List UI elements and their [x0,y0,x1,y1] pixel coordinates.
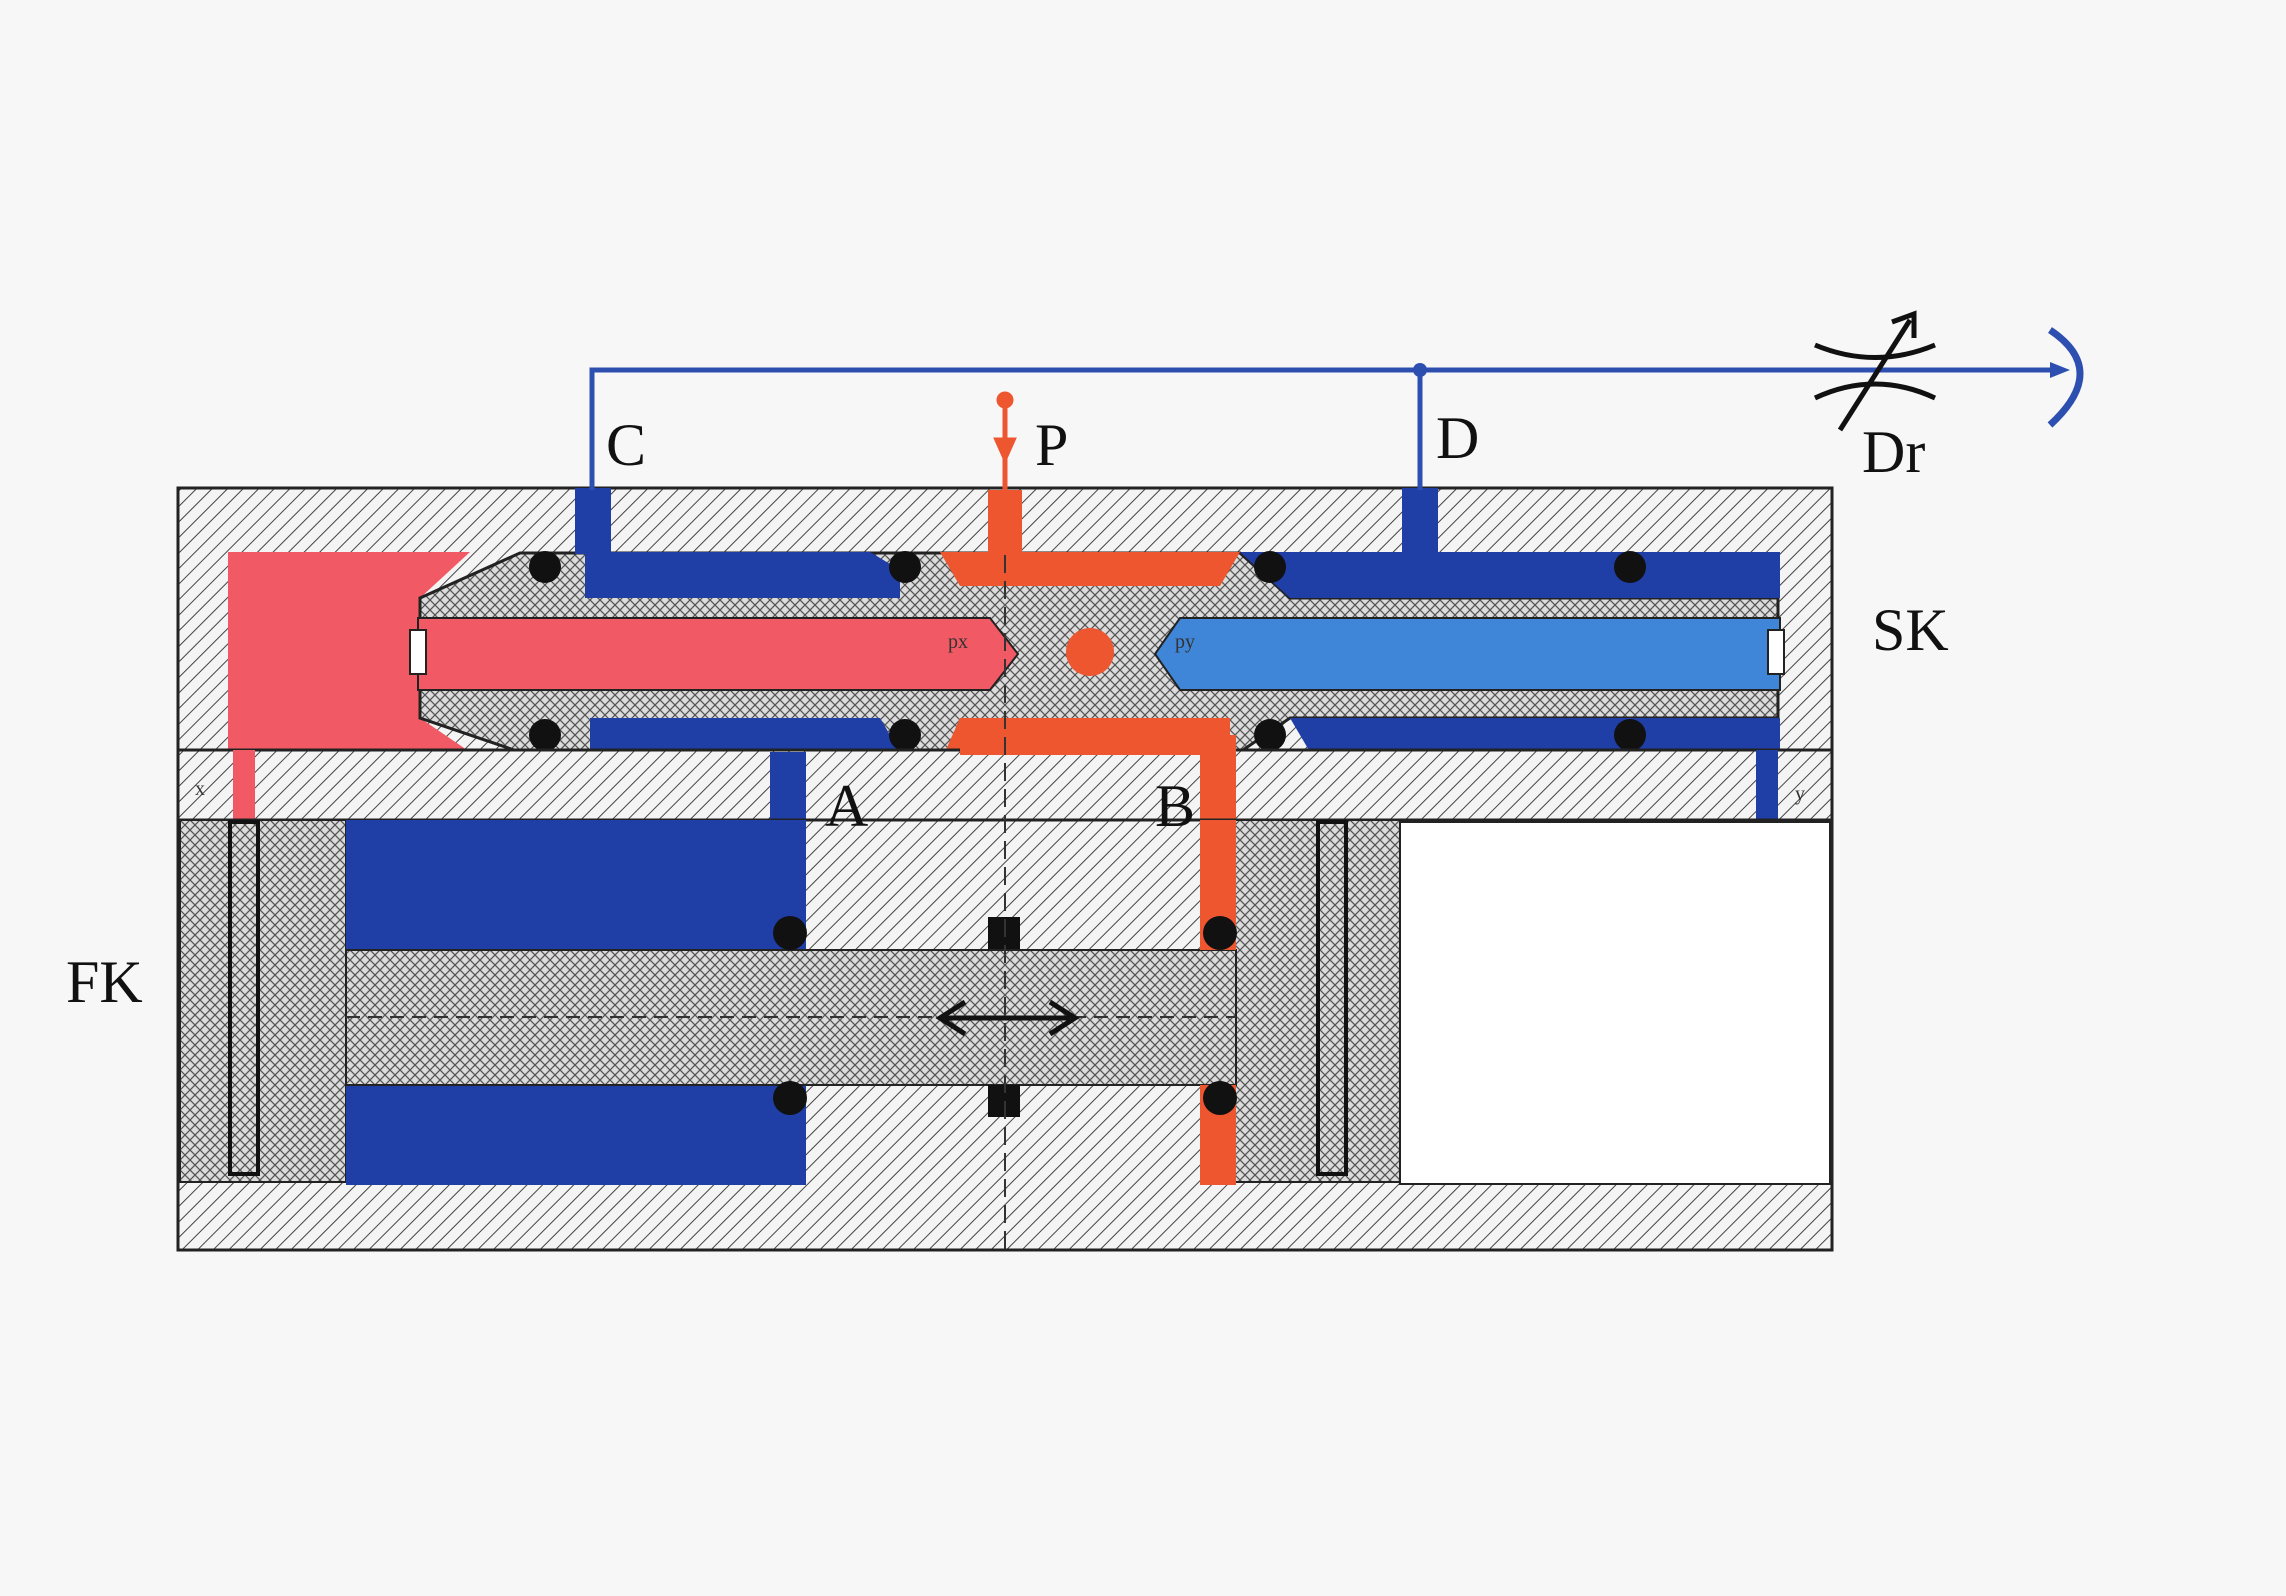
port-d-channel [1402,488,1438,554]
label-a: A [825,773,868,839]
y-channel [1756,750,1778,822]
label-px: px [948,631,968,653]
pilot-line [589,367,2050,490]
intermediate-plate [176,748,1834,824]
port-p-channel [988,490,1022,556]
adjustable-throttle-icon [1813,310,1937,432]
b-channel [1200,752,1236,822]
left-red-chamber [228,552,470,810]
exhaust-outlet-icon [2047,327,2084,428]
lower-blue-channel-right [1290,718,1780,752]
label-d: D [1436,405,1479,471]
label-fk: FK [66,949,143,1015]
lower-blue-channel-left [590,718,900,752]
upper-blue-channel-right [1240,552,1780,598]
label-py: py [1175,631,1195,653]
label-p: P [1035,412,1068,478]
label-dr: Dr [1862,419,1925,485]
label-x: x [195,778,205,800]
a-channel [770,752,806,822]
shuttle-ball [1066,628,1114,676]
spool-bore-right [1153,617,1781,691]
upper-blue-channel-left [585,552,900,598]
center-supply-region [940,552,1240,586]
port-c-channel [575,488,611,554]
sk-seals [529,551,1646,751]
fk-blue-chamber-top [346,820,806,950]
fk-left-cap [179,819,347,1183]
spool-bore-left [417,617,1020,691]
label-y: y [1795,783,1805,805]
label-c: C [606,412,646,478]
pressure-supply-icon [993,391,1017,492]
fk-blue-chamber-bottom [346,1085,806,1185]
fk-seals [773,916,1237,1117]
label-sk: SK [1872,597,1949,663]
x-channel [233,750,255,822]
double-arrow-icon [935,999,1080,1037]
label-b: B [1155,773,1195,839]
